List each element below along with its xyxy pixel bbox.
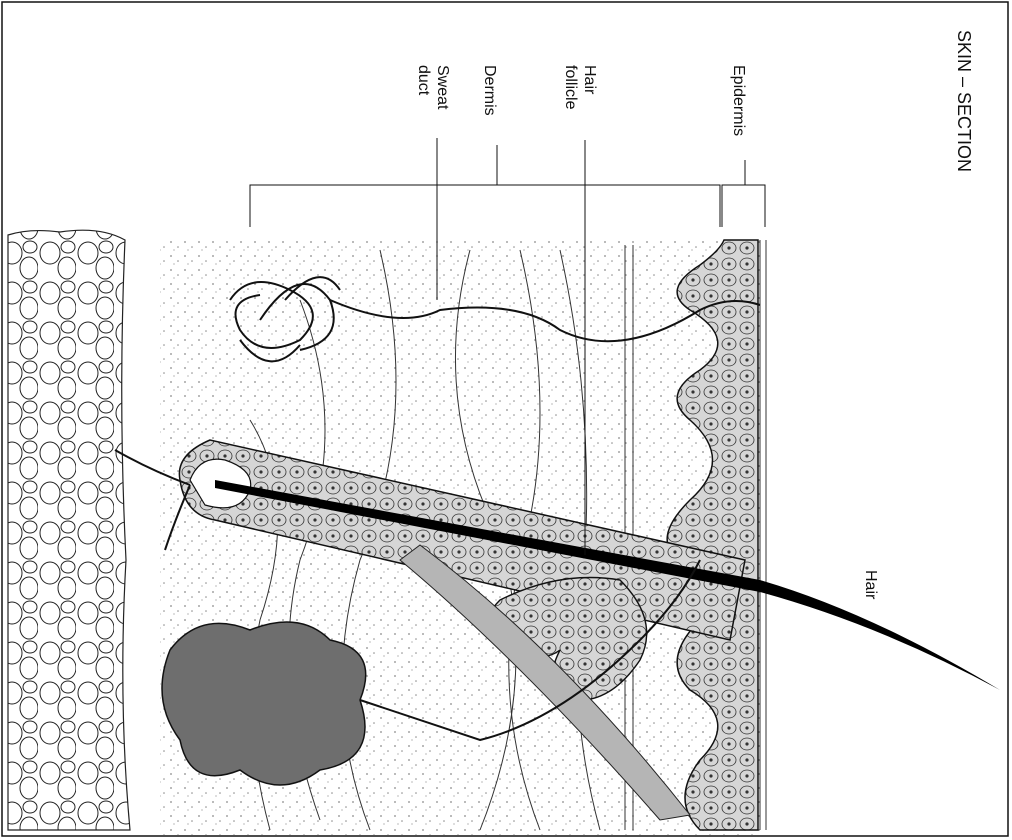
label-sweat-duct-line2: duct [415,65,432,96]
diagram-title: SKIN – SECTION [954,30,974,172]
apocrine-gland [162,622,366,785]
label-epidermis: Epidermis [730,65,747,136]
label-hair: Hair [862,570,879,600]
label-dermis: Dermis [481,65,498,116]
label-hair-follicle-line1: Hair [581,65,598,95]
label-hair-follicle-line2: follicle [562,65,579,110]
fat-layer [8,230,130,830]
label-sweat-duct-line1: Sweat [434,65,451,110]
